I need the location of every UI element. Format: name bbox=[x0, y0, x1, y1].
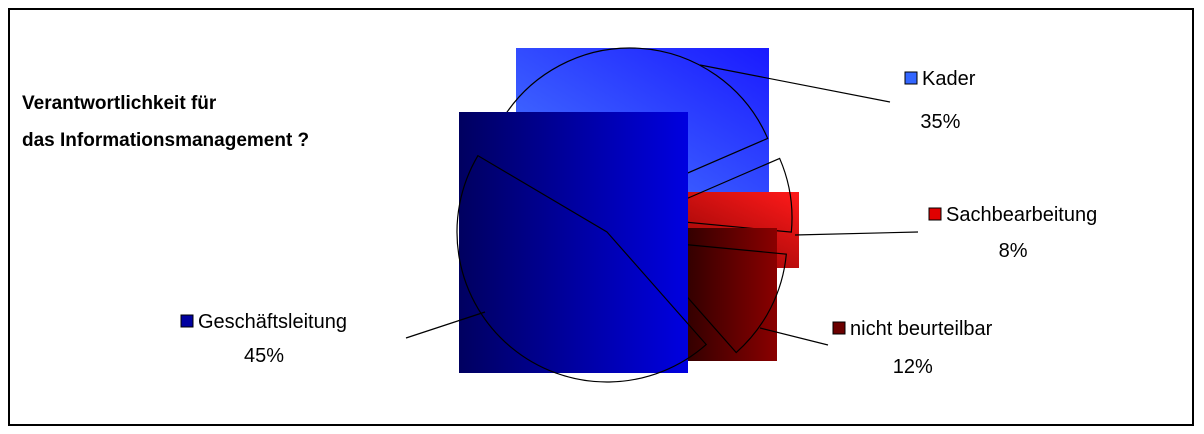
category-label-nicht-beurteilbar: nicht beurteilbar bbox=[850, 318, 993, 340]
leader-line-sachbearbeitung bbox=[794, 231, 919, 236]
pie-slice-sachbearbeitung bbox=[641, 157, 793, 233]
leader-line-geschaeftsleitung bbox=[405, 311, 486, 339]
percent-label-geschaeftsleitung: 45% bbox=[244, 345, 284, 367]
category-label-geschaeftsleitung: Geschäftsleitung bbox=[198, 311, 347, 333]
percent-label-kader: 35% bbox=[920, 111, 960, 133]
legend-swatch-kader bbox=[904, 71, 918, 85]
pie-slice-fill-geschaeftsleitung bbox=[459, 112, 688, 373]
pie-slice-geschaeftsleitung bbox=[456, 154, 708, 383]
leader-line-nicht-beurteilbar bbox=[759, 327, 829, 346]
pie-slice-kader bbox=[500, 47, 769, 199]
category-label-kader: Kader bbox=[922, 68, 976, 90]
leader-line-kader bbox=[699, 64, 891, 103]
percent-label-sachbearbeitung: 8% bbox=[999, 240, 1028, 262]
legend-swatch-geschaeftsleitung bbox=[180, 314, 194, 328]
category-label-sachbearbeitung: Sachbearbeitung bbox=[946, 204, 1097, 226]
percent-label-nicht-beurteilbar: 12% bbox=[893, 356, 933, 378]
legend-swatch-nicht-beurteilbar bbox=[832, 321, 846, 335]
chart-title-line-2: das Informationsmanagement ? bbox=[22, 130, 309, 151]
pie-slice-nicht-beurteilbar bbox=[635, 239, 787, 354]
legend-swatch-sachbearbeitung bbox=[928, 207, 942, 221]
chart-title-line-1: Verantwortlichkeit für bbox=[22, 93, 217, 114]
